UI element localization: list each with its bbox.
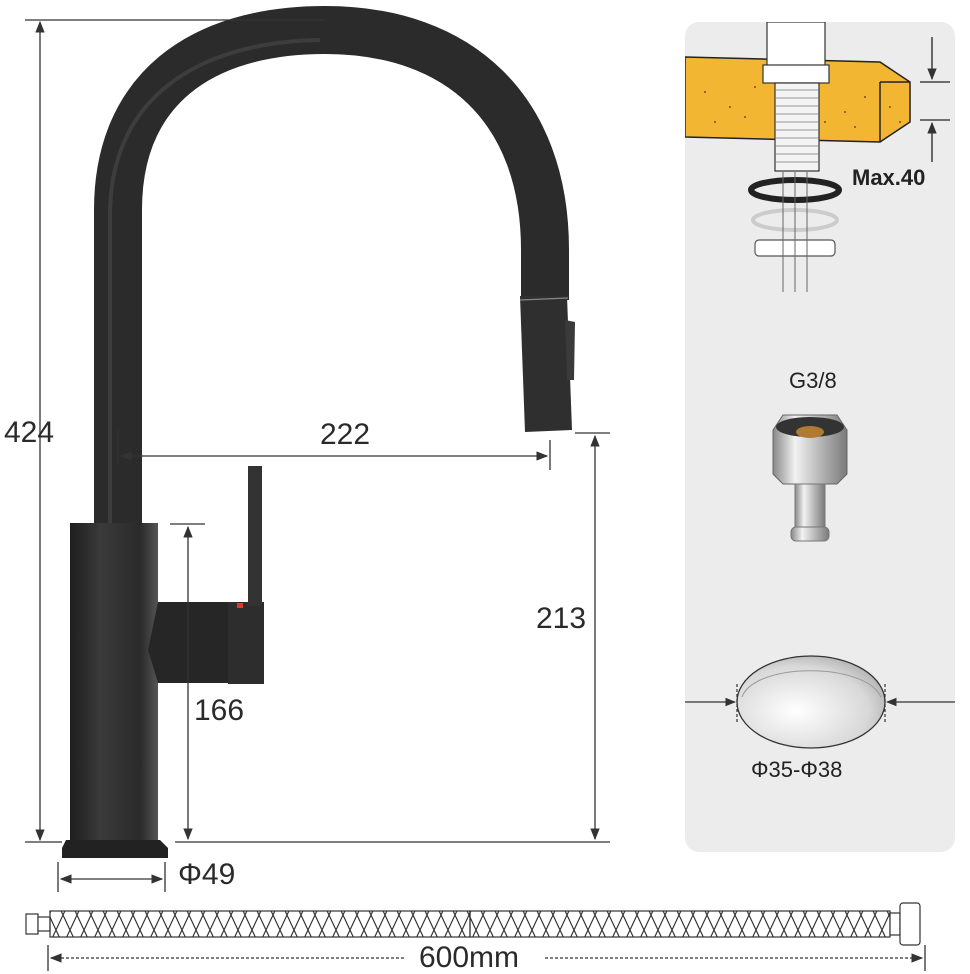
hole-diameter-label: Φ35-Φ38	[751, 757, 843, 782]
total-height-label: 424	[4, 416, 55, 449]
faucet-spout	[94, 5, 575, 525]
water-hose	[25, 902, 921, 946]
dimension-clearance-height	[175, 432, 610, 843]
dimension-hose-length	[47, 945, 926, 971]
hot-indicator	[237, 603, 243, 608]
installation-panel: Max.40 G3/8 Φ35-Φ38	[685, 22, 955, 852]
countertop-illustration	[685, 22, 950, 292]
faucet-body	[62, 466, 264, 858]
hose-length-label: 600mm	[415, 943, 524, 973]
clearance-height-label: 213	[536, 602, 587, 635]
installation-illustrations	[685, 22, 955, 749]
g38-connector-illustration	[772, 414, 848, 542]
spout-reach-label: 222	[320, 418, 371, 451]
hole-cover-illustration	[685, 655, 955, 749]
connector-thread-label: G3/8	[789, 368, 837, 393]
dimension-spout-reach	[117, 430, 551, 470]
dimension-base-diameter	[57, 862, 166, 892]
countertop-max-thickness-label: Max.40	[852, 165, 926, 190]
base-diameter-label: Φ49	[178, 858, 236, 891]
dimension-body-height	[170, 523, 205, 841]
dimension-total-height	[25, 19, 325, 843]
body-height-label: 166	[194, 694, 245, 727]
